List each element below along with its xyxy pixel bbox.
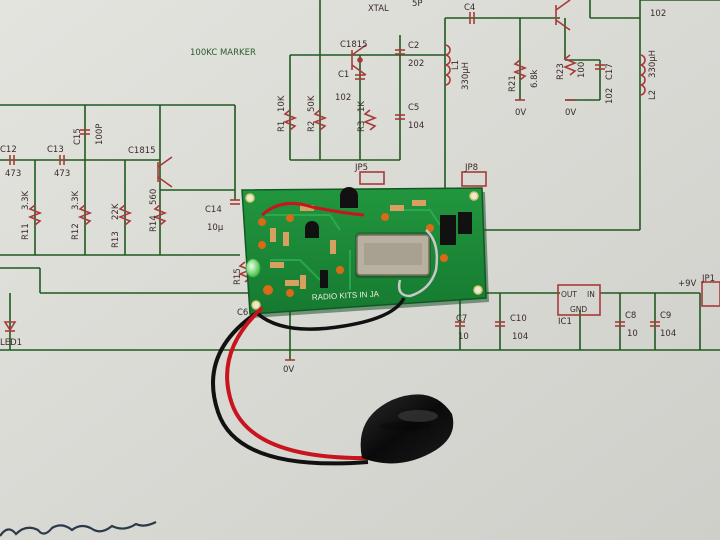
label-jp8: JP8 — [464, 163, 478, 173]
label-10b: 10 — [627, 329, 638, 339]
label-473b: 473 — [54, 169, 70, 179]
label-xtal: XTAL — [368, 4, 389, 14]
label-5p: 5P — [412, 0, 423, 9]
label-c1: C1 — [338, 70, 349, 80]
label-c8: C8 — [625, 311, 636, 321]
label-68k: 6.8k — [530, 69, 540, 88]
mounting-hole — [251, 300, 261, 310]
schematic-traces — [0, 0, 720, 360]
battery-clip-assembly — [211, 297, 454, 466]
schematic-title: 100KC MARKER — [190, 48, 256, 58]
label-c9: C9 — [660, 311, 671, 321]
label-c10: C10 — [510, 314, 527, 324]
label-r14: R14 — [149, 215, 159, 232]
label-330uh2: 330μH — [648, 50, 658, 78]
label-10a: 10 — [458, 332, 469, 342]
label-10k: 10K — [277, 95, 287, 112]
label-top-102: 102 — [650, 9, 666, 19]
label-r2: R2 — [307, 121, 317, 132]
label-l2: L2 — [648, 90, 658, 100]
label-102b: 102 — [605, 88, 615, 104]
pcb-resistors — [270, 200, 426, 289]
label-33kb: 3.3K — [71, 190, 81, 210]
label-r23: R23 — [556, 63, 566, 80]
crystal-oscillator — [355, 232, 431, 278]
label-c1815-left: C1815 — [128, 146, 156, 156]
label-c17: C17 — [605, 63, 615, 80]
schematic-components — [3, 0, 720, 361]
black-battery-lead — [211, 310, 369, 466]
label-gnd: GND — [570, 305, 587, 314]
pcb-board: RADIO KITS IN JA — [241, 187, 489, 318]
label-473a: 473 — [5, 169, 21, 179]
label-r12: R12 — [71, 223, 81, 240]
red-battery-lead — [225, 306, 373, 461]
label-led1: LED1 — [0, 338, 22, 348]
label-r15: R15 — [233, 268, 243, 285]
label-104c: 104 — [660, 329, 676, 339]
label-r11: R11 — [21, 223, 31, 240]
pcb-capacitors — [258, 213, 448, 297]
schematic-labels: 100KC MARKER XTAL 5P C4 C1815 C2 202 C1 … — [0, 0, 715, 375]
label-in: IN — [587, 290, 595, 299]
label-c6: C6 — [237, 308, 248, 318]
label-c14: C14 — [205, 205, 222, 215]
label-33ka: 3.3K — [21, 190, 31, 210]
label-104: 104 — [408, 121, 424, 131]
label-102: 102 — [335, 93, 351, 103]
mounting-hole — [473, 285, 483, 295]
label-50k: 50K — [307, 95, 317, 112]
label-r13: R13 — [111, 231, 121, 248]
label-330uh: 330μH — [461, 62, 471, 90]
pcb-transistors — [305, 187, 358, 288]
red-jumper-wire — [260, 201, 365, 217]
label-22k: 22K — [111, 203, 121, 220]
label-jp5: JP5 — [354, 163, 368, 173]
label-1k: 1K — [357, 101, 367, 112]
black-lead-2 — [256, 297, 406, 331]
label-c2: C2 — [408, 41, 419, 51]
label-560: 560 — [149, 189, 159, 205]
label-0v-2: 0V — [565, 108, 576, 118]
label-out: OUT — [561, 290, 577, 299]
label-c5: C5 — [408, 103, 419, 113]
pcb-header-pins — [440, 212, 472, 245]
mounting-hole — [245, 193, 255, 203]
label-0v-1: 0V — [515, 108, 526, 118]
label-ic1: IC1 — [558, 317, 572, 327]
schematic-vertical-labels: L1 330μH R1 10K R2 50K R3 1K R21 6.8k R2… — [21, 50, 658, 285]
label-r21: R21 — [508, 75, 518, 92]
label-r1: R1 — [277, 121, 287, 132]
label-c12: C12 — [0, 145, 17, 155]
label-100p: 100P — [95, 124, 105, 145]
mounting-hole — [469, 191, 479, 201]
label-104b: 104 — [512, 332, 528, 342]
label-10u: 10μ — [207, 223, 224, 233]
label-plus9v: +9V — [678, 279, 697, 289]
grey-wire-loop — [397, 229, 439, 298]
label-c15: C15 — [73, 128, 83, 145]
label-c13: C13 — [47, 145, 64, 155]
label-c7: C7 — [456, 314, 467, 324]
label-c1815-top: C1815 — [340, 40, 368, 50]
label-0v-3: 0V — [283, 365, 294, 375]
label-r3: R3 — [357, 121, 367, 132]
pcb-silkscreen-text: RADIO KITS IN JA — [312, 289, 380, 302]
label-l1: L1 — [451, 60, 461, 70]
label-100: 100 — [577, 62, 587, 78]
green-led — [245, 258, 261, 278]
label-jp1: JP1 — [701, 274, 715, 284]
label-c4: C4 — [464, 3, 475, 13]
label-202: 202 — [408, 59, 424, 69]
handwriting-scribble — [0, 521, 157, 537]
